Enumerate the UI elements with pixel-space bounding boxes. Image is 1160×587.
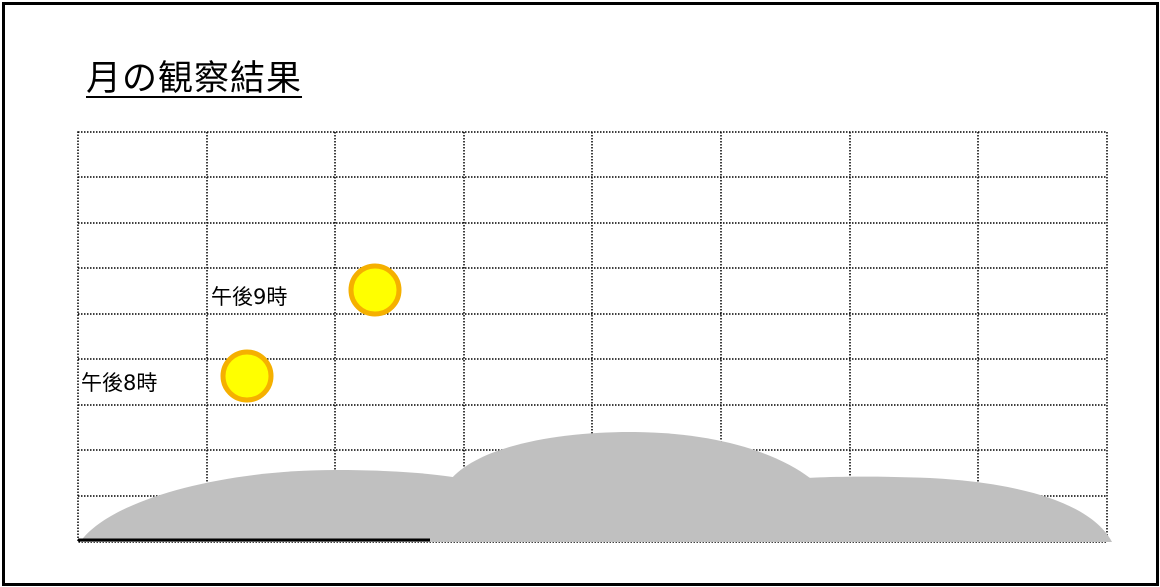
grid-vertical-lines — [206, 132, 979, 542]
hill-left — [80, 470, 470, 542]
hill-center — [450, 432, 810, 542]
hills — [80, 432, 1112, 542]
moon-8pm — [220, 349, 274, 403]
time-label-9pm: 午後9時 — [209, 284, 290, 310]
moon-9pm — [348, 263, 402, 317]
time-label-8pm: 午後8時 — [79, 370, 160, 396]
page-title: 月の観察結果 — [86, 59, 303, 99]
hill-right — [780, 476, 1112, 542]
